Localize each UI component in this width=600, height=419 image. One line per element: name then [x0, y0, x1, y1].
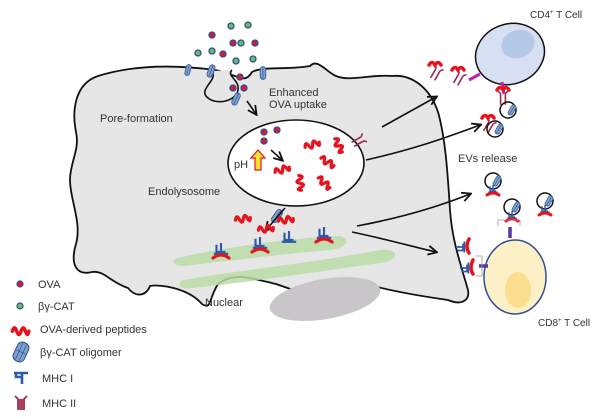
peptide-icon — [495, 85, 511, 94]
bg-cat-particle-icon — [194, 49, 202, 57]
evs-arrow-icon — [365, 125, 480, 161]
enhanced-uptake-label-1: Enhanced — [269, 87, 319, 99]
ova-particle-icon — [16, 280, 24, 288]
oligomer-icon — [12, 341, 30, 363]
legend-item-ova: OVA — [16, 279, 61, 291]
legend-item-oligomer: βγ-CAT oligomer — [12, 341, 122, 363]
svg-text:βγ-CAT oligomer: βγ-CAT oligomer — [40, 347, 122, 359]
peptide-icon — [469, 258, 475, 276]
bg-cat-particle-icon — [227, 22, 235, 30]
peptide-icon — [10, 326, 31, 337]
mhc1-to-cd8-arrow-icon — [351, 231, 436, 252]
tcr-icon — [468, 72, 481, 82]
peptide-icon — [211, 253, 231, 260]
peptide-icon — [537, 211, 553, 217]
ova-particle-icon — [219, 50, 227, 58]
bg-cat-particle-icon — [244, 21, 252, 29]
peptide-icon — [485, 191, 501, 197]
degradation-arrow-icon — [270, 149, 282, 160]
uptake-arrow-icon — [246, 100, 256, 114]
mhc-i-icon — [14, 371, 28, 384]
enhanced-uptake-label-2: OVA uptake — [269, 99, 327, 111]
bg-cat-particle-icon — [249, 55, 257, 63]
ova-particle-icon — [208, 31, 216, 39]
mhc-ii-icon — [427, 64, 445, 83]
ova-particle-icon — [229, 84, 237, 92]
ova-particle-icon — [260, 137, 268, 145]
cd8-t-cell-label: CD8+ T Cell — [538, 318, 590, 329]
mhc2-to-cd4-arrow-icon — [381, 97, 436, 128]
peptide-icon — [450, 65, 466, 74]
mhc-ii-icon — [14, 395, 28, 410]
mhc-ii-icon — [450, 69, 468, 88]
endolysosome — [227, 119, 365, 207]
endoplasmic-reticulum — [173, 236, 396, 289]
ova-particle-icon — [229, 39, 237, 47]
nuclear-label: Nuclear — [205, 297, 243, 309]
svg-text:OVA: OVA — [38, 279, 61, 291]
peptide-icon — [480, 113, 496, 122]
bg-cat-particle-icon — [237, 39, 245, 47]
endolysosome-label: Endolysosome — [148, 186, 220, 198]
svg-text:MHC I: MHC I — [42, 373, 73, 385]
peptide-icon — [465, 237, 471, 255]
ova-particle-icon — [236, 73, 244, 81]
extracellular-vesicle-icon — [499, 101, 517, 119]
legend-item-mhc-i: MHC I — [14, 371, 73, 385]
svg-text:βγ-CAT: βγ-CAT — [38, 301, 75, 313]
bg-cat-particle-icon — [16, 302, 24, 310]
peptide-icon — [427, 60, 443, 69]
ph-label: pH — [234, 159, 248, 171]
extracellular-vesicle-icon — [486, 120, 504, 138]
evs-mhc1-arrow-icon — [356, 194, 470, 227]
mhc-i-on-er — [211, 225, 334, 260]
evs-release-label: EVs release — [458, 153, 517, 165]
legend-item-bg-cat: βγ-CAT — [16, 301, 75, 313]
peptide-icon — [250, 247, 270, 254]
pore-invagination — [203, 69, 239, 103]
legend-item-mhc-ii: MHC II — [14, 395, 76, 410]
ph-increase-arrow-icon — [249, 149, 267, 171]
extracellular-particles — [194, 21, 281, 145]
bg-cat-particle-icon — [208, 47, 216, 55]
ova-particle-icon — [240, 84, 248, 92]
cd4-t-cell — [468, 22, 546, 95]
bg-cat-particle-icon — [232, 57, 240, 65]
legend: OVA βγ-CAT OVA-derived peptides βγ-CAT o… — [10, 279, 147, 410]
peptide-icon — [504, 217, 520, 223]
svg-text:MHC II: MHC II — [42, 398, 76, 410]
pore-oligomer-icon — [259, 66, 267, 80]
pore-formation-label: Pore-formation — [100, 113, 173, 125]
svg-text:OVA-derived peptides: OVA-derived peptides — [40, 324, 147, 336]
ova-particle-icon — [273, 126, 281, 134]
nucleus — [269, 277, 381, 321]
cd8-t-cell — [476, 219, 547, 315]
ova-particle-icon — [251, 39, 259, 47]
extracellular-vesicles — [484, 101, 555, 223]
mhc-ii-peptide-complexes — [427, 60, 511, 136]
legend-item-peptides: OVA-derived peptides — [10, 324, 147, 337]
ova-particle-icon — [260, 128, 268, 136]
mhc-i-peptide-complexes — [455, 237, 475, 276]
cd4-t-cell-label: CD4+ T Cell — [530, 10, 582, 21]
peptide-icon — [314, 237, 334, 244]
